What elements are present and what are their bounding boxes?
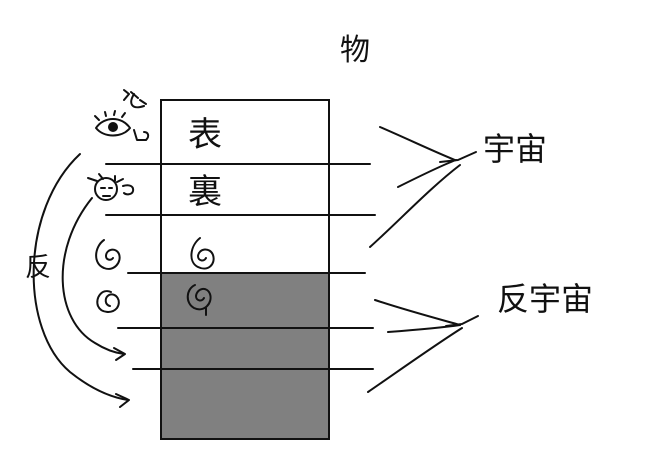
- spiral-icon: [190, 237, 215, 270]
- column-outline: [160, 99, 330, 440]
- lower-funnel-arrow: [367, 299, 479, 393]
- column-shaded-section: [161, 273, 329, 439]
- title-label: 物: [340, 33, 370, 68]
- spiral-icon: [186, 284, 212, 316]
- upper-funnel-arrow: [369, 126, 477, 248]
- spiral-icon: [95, 239, 121, 270]
- squiggle-glyph: [133, 129, 150, 141]
- squiggle-glyph: [122, 184, 135, 196]
- row-label-omote: 表: [188, 115, 222, 155]
- left-label-han: 反: [25, 253, 51, 283]
- universe-label: 宇宙: [483, 130, 547, 168]
- left-curved-arrows: [32, 153, 130, 408]
- eye-icon: [94, 110, 131, 137]
- spiral-icon: [96, 290, 120, 313]
- antiuniverse-label: 反宇宙: [497, 280, 593, 318]
- squiggle-ho-glyph: [123, 89, 147, 109]
- face-icon: [87, 173, 124, 201]
- row-label-ura: 裏: [188, 172, 222, 212]
